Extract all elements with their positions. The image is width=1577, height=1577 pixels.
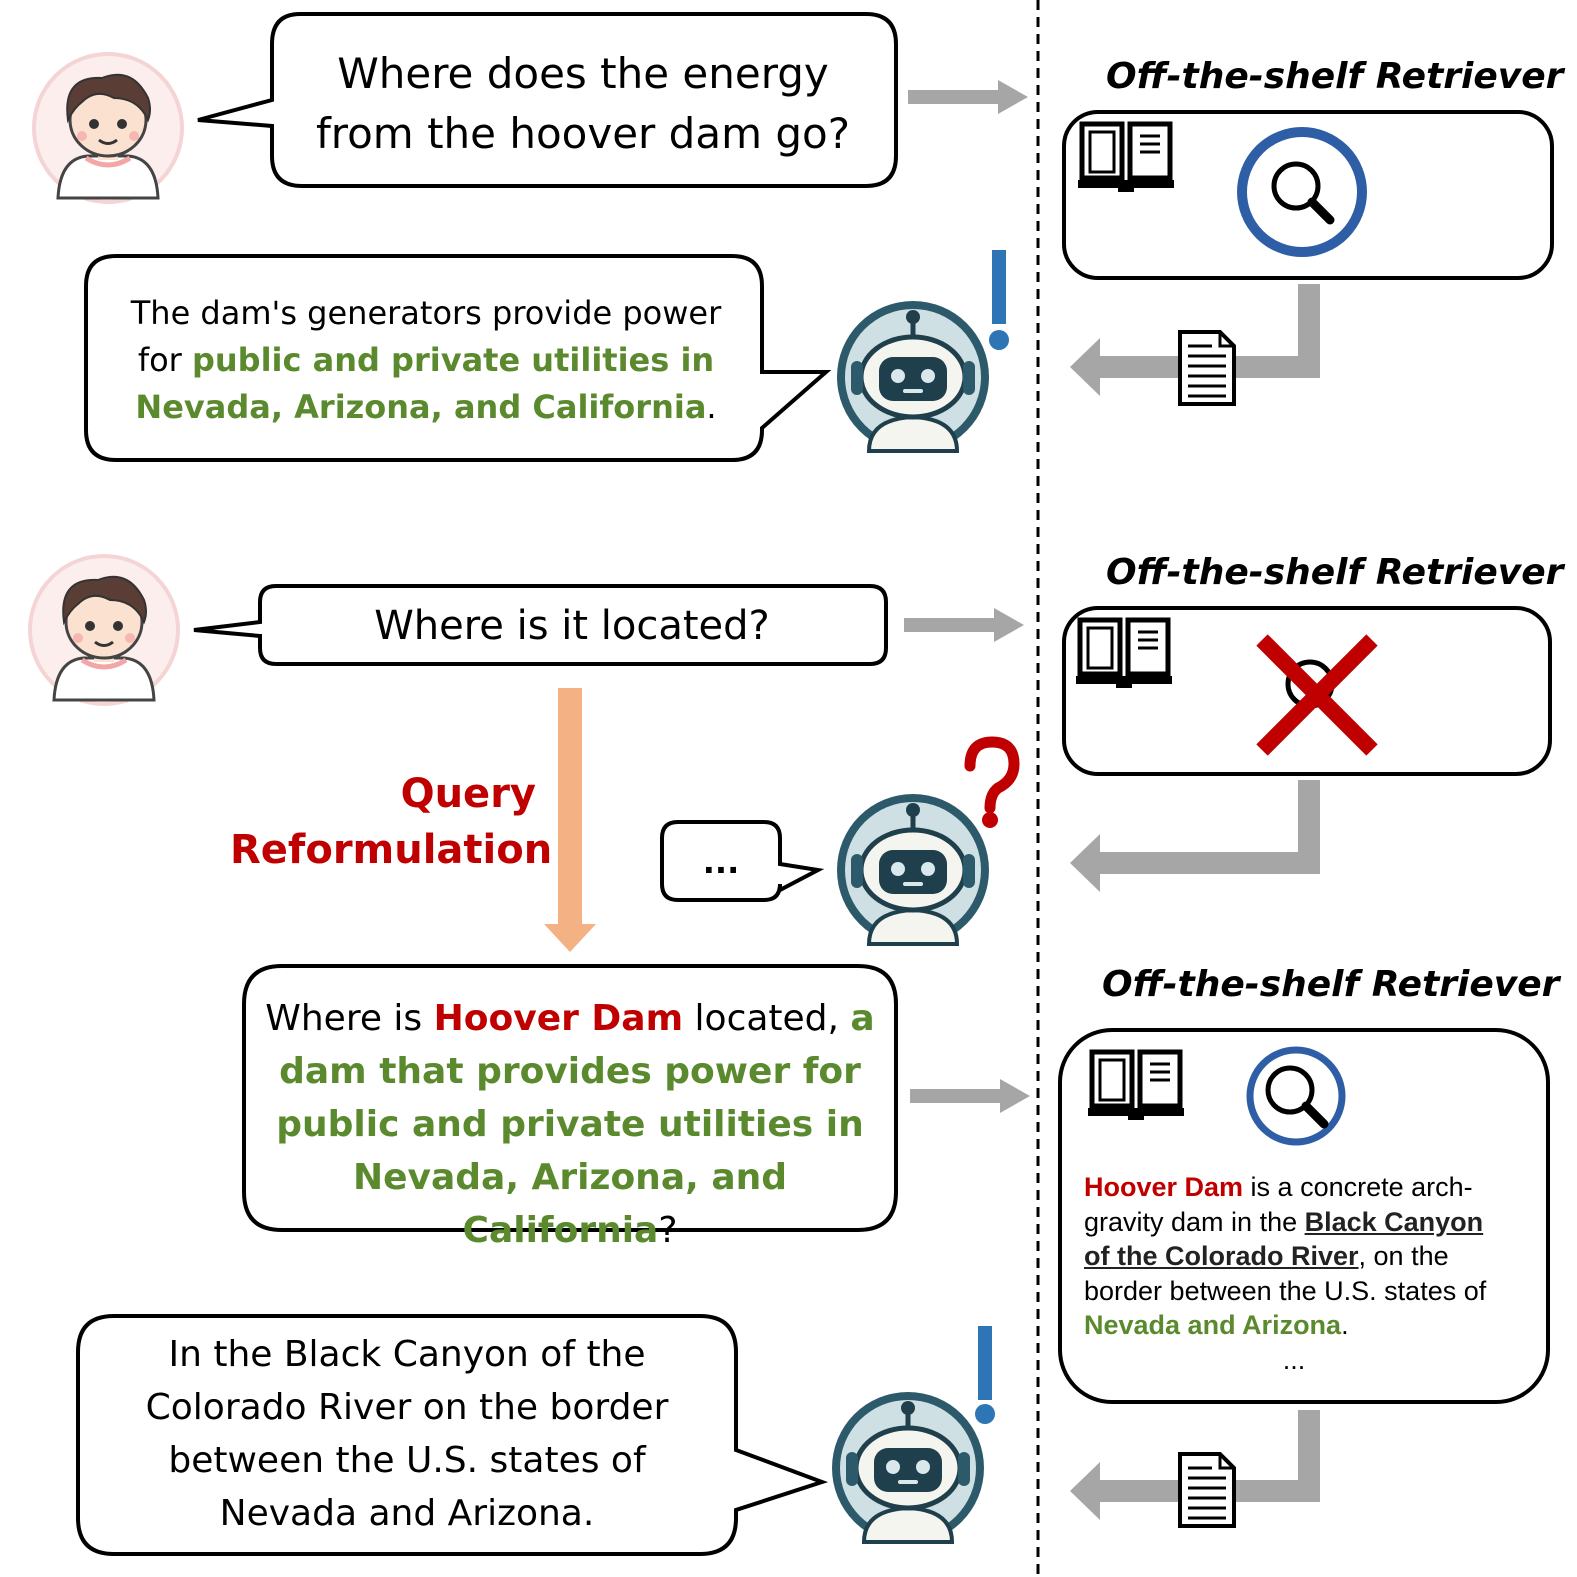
arrow-to-retriever <box>910 1079 1030 1113</box>
reformulation-arrow <box>544 688 596 952</box>
arrow-to-retriever <box>908 80 1028 114</box>
exclamation-icon <box>975 1326 995 1424</box>
document-icon <box>1178 330 1236 406</box>
retrieved-passage: Hoover Dam is a concrete arch- gravity d… <box>1084 1172 1487 1375</box>
book-icon <box>1088 1052 1184 1120</box>
robot-icon <box>832 1392 984 1544</box>
robot-icon <box>837 794 989 946</box>
exclamation-icon <box>989 250 1009 350</box>
arrow-to-retriever <box>904 608 1024 642</box>
question-bubble-1 <box>197 12 898 188</box>
question-1-text: Where does the energy from the hoover da… <box>315 49 850 158</box>
retriever-box-3 <box>1058 1028 1550 1404</box>
robot-thinking-text: ... <box>702 843 740 881</box>
robot-thinking-bubble <box>660 820 825 902</box>
answer-bubble-1 <box>84 254 832 462</box>
user-avatar-icon <box>34 54 182 202</box>
book-icon <box>1076 620 1172 688</box>
robot-icon <box>837 301 989 453</box>
reformulated-query-box <box>242 964 898 1232</box>
question-mark-icon <box>964 736 1020 828</box>
return-arrow <box>1070 780 1320 892</box>
book-icon <box>1078 124 1174 192</box>
answer-1-text: The dam's generators provide power for p… <box>130 294 722 426</box>
user-avatar-icon <box>30 556 178 704</box>
question-bubble-2 <box>193 584 888 666</box>
retriever-title-1: Off-the-shelf Retriever <box>1106 56 1564 97</box>
red-x-icon <box>1256 634 1378 756</box>
reformulation-label: Query Reformulation <box>230 771 553 873</box>
magnifier-icon <box>1237 127 1367 257</box>
retriever-title-3: Off-the-shelf Retriever <box>1102 964 1560 1005</box>
magnifier-icon <box>1246 1046 1346 1146</box>
reformulated-query-text: Where is Hoover Dam located, a dam that … <box>265 998 875 1251</box>
document-icon <box>1178 1452 1236 1528</box>
answer-bubble-2 <box>76 1314 829 1556</box>
retriever-title-2: Off-the-shelf Retriever <box>1106 552 1564 593</box>
answer-2-text: In the Black Canyon of the Colorado Rive… <box>145 1334 669 1534</box>
question-2-text: Where is it located? <box>374 603 770 649</box>
